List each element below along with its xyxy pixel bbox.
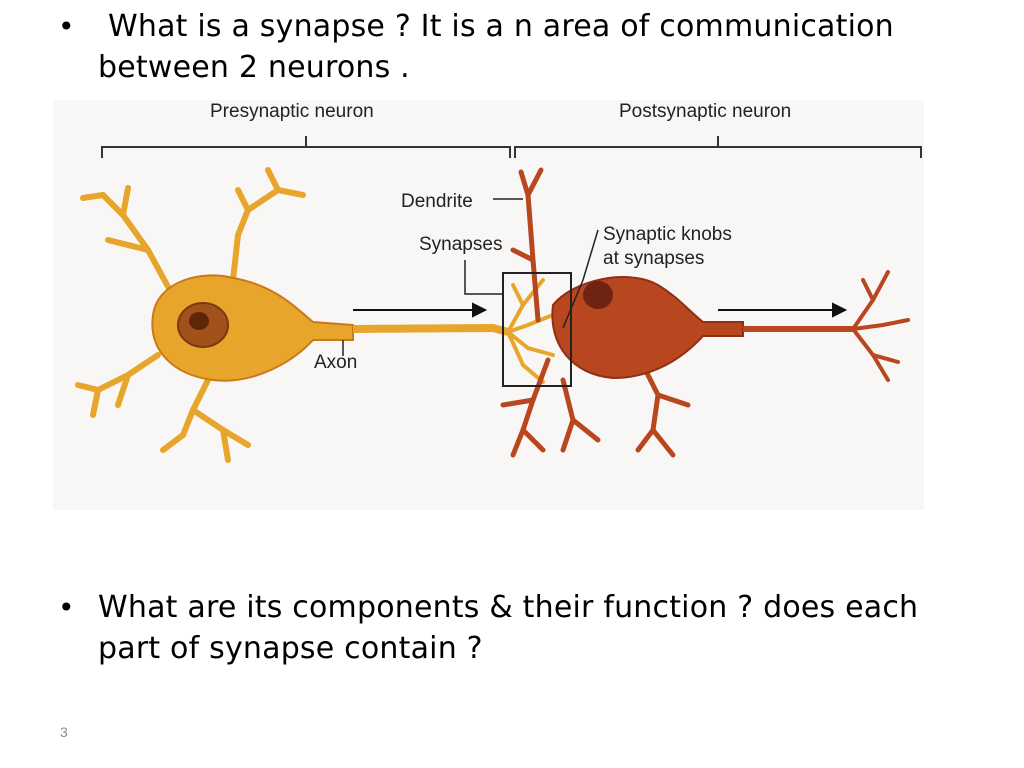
dendrite-label: Dendrite (401, 191, 473, 212)
presynaptic-axon (352, 323, 510, 336)
postsynaptic-dendrites (500, 167, 691, 458)
postsynaptic-cell-body (551, 276, 744, 380)
postsynaptic-header: Postsynaptic neuron (619, 101, 791, 122)
bullet-text: What is a synapse ? It is a n area of co… (98, 9, 894, 85)
bullet-text: What are its components & their function… (98, 590, 919, 666)
postsynaptic-nucleus (583, 281, 613, 309)
synapse-diagram: Presynaptic neuron Postsynaptic neuron (53, 100, 924, 510)
synaptic-knobs-label-line2: at synapses (603, 248, 704, 269)
postsynaptic-bracket (514, 136, 922, 158)
presynaptic-cell-body (151, 274, 354, 382)
signal-direction-arrows (353, 302, 848, 318)
postsynaptic-terminals (851, 270, 910, 382)
axon-label: Axon (314, 352, 357, 373)
slide-number: 3 (60, 724, 68, 740)
synaptic-knobs-label-line1: Synaptic knobs (603, 224, 732, 245)
presynaptic-header: Presynaptic neuron (210, 101, 374, 122)
synapses-label: Synapses (419, 234, 502, 255)
neuron-illustration: Presynaptic neuron Postsynaptic neuron (75, 101, 922, 463)
synapse-highlight-box (502, 272, 572, 387)
bullet-marker: • (58, 10, 75, 43)
presynaptic-bracket (101, 136, 511, 158)
bullet-marker: • (58, 591, 75, 624)
label-leader-lines (342, 198, 599, 356)
presynaptic-dendrites (75, 167, 306, 463)
presynaptic-nucleolus (189, 312, 209, 330)
